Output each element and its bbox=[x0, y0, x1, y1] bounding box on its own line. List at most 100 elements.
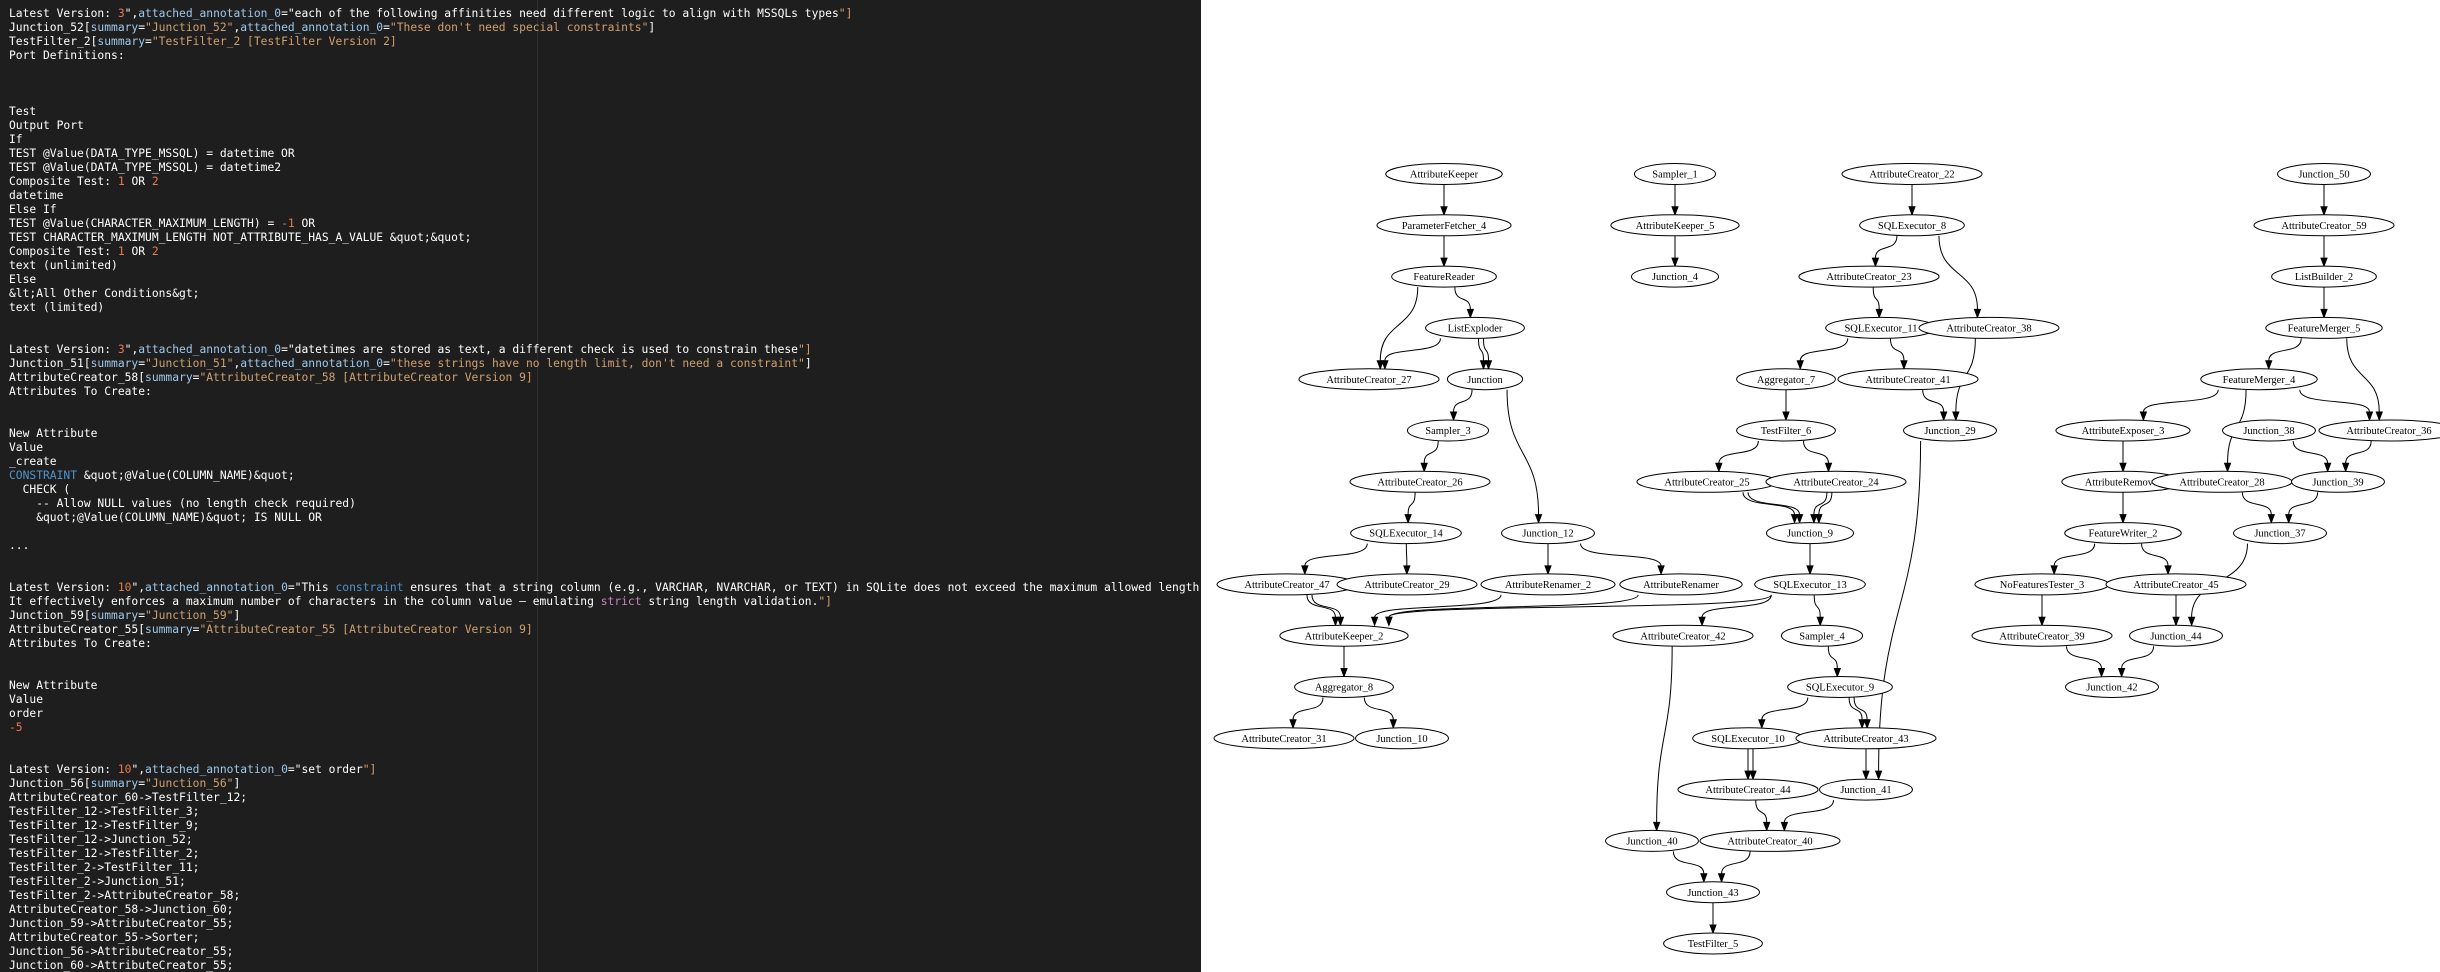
node-ellipse bbox=[2318, 419, 2440, 442]
graph-node[interactable]: AttributeKeeper bbox=[1385, 163, 1503, 185]
graph-node[interactable]: AttributeRenamer_2 bbox=[1480, 573, 1616, 596]
graph-edge bbox=[1449, 389, 1473, 422]
graph-node[interactable]: Junction_12 bbox=[1501, 522, 1595, 545]
graph-node[interactable]: FeatureMerger_4 bbox=[2200, 368, 2318, 391]
graph-node[interactable]: AttributeCreator_59 bbox=[2253, 214, 2395, 237]
code-token: Latest Version: bbox=[9, 7, 118, 20]
edge-arrowhead bbox=[2164, 565, 2172, 576]
graph-node[interactable]: TestFilter_6 bbox=[1736, 419, 1836, 442]
graph-node[interactable]: AttributeCreator_31 bbox=[1213, 727, 1355, 750]
code-text[interactable]: Latest Version: 3",attached_annotation_0… bbox=[9, 7, 1201, 972]
graph-node[interactable]: AttributeCreator_26 bbox=[1349, 470, 1491, 493]
graph-node[interactable]: AttributeCreator_40 bbox=[1699, 829, 1841, 852]
code-line: Composite Test: 1 OR 2 bbox=[9, 175, 159, 188]
graph-node[interactable]: AttributeCreator_45 bbox=[2105, 573, 2247, 596]
graph-node[interactable]: AttributeCreator_25 bbox=[1636, 470, 1778, 493]
graph-node[interactable]: SQLExecutor_8 bbox=[1859, 214, 1965, 237]
code-token: "Junction_56" bbox=[145, 777, 234, 790]
graph-node[interactable]: FeatureReader bbox=[1391, 265, 1497, 288]
edge-line bbox=[1922, 389, 1945, 413]
graph-node[interactable]: Aggregator_8 bbox=[1294, 676, 1394, 698]
graph-node[interactable]: Aggregator_7 bbox=[1736, 368, 1836, 391]
code-token: Junction_56->AttributeCreator_55; bbox=[9, 945, 234, 958]
graph-node[interactable]: AttributeCreator_41 bbox=[1837, 368, 1979, 391]
graph-node[interactable]: SQLExecutor_13 bbox=[1754, 573, 1866, 596]
graph-node[interactable]: ListExploder bbox=[1425, 316, 1525, 339]
graph-node[interactable]: Sampler_4 bbox=[1780, 624, 1864, 647]
graph-node[interactable]: SQLExecutor_14 bbox=[1350, 522, 1462, 545]
graph-node[interactable]: AttributeCreator_36 bbox=[2318, 419, 2440, 442]
graph-node[interactable]: AttributeCreator_22 bbox=[1841, 163, 1983, 185]
graph-node[interactable]: Junction_10 bbox=[1355, 727, 1449, 750]
graph-node[interactable]: SQLExecutor_10 bbox=[1692, 727, 1804, 750]
graph-node[interactable]: AttributeKeeper_5 bbox=[1610, 214, 1740, 237]
graph-node[interactable]: AttributeCreator_28 bbox=[2151, 470, 2293, 493]
graph-node[interactable]: Junction_39 bbox=[2291, 470, 2385, 493]
graph-node[interactable]: SQLExecutor_11 bbox=[1825, 316, 1937, 339]
code-token: OR bbox=[294, 217, 316, 230]
node-label: AttributeRenamer_2 bbox=[1505, 580, 1591, 591]
graph-edge bbox=[2346, 338, 2383, 422]
graph-node[interactable]: NoFeaturesTester_3 bbox=[1974, 573, 2110, 596]
graph-node[interactable]: AttributeKeeper_2 bbox=[1279, 624, 1409, 647]
graph-node[interactable]: AttributeCreator_27 bbox=[1298, 368, 1440, 391]
code-token: TEST @Value(CHARACTER_MAXIMUM_LENGTH) = bbox=[9, 217, 282, 230]
edge-arrowhead bbox=[1858, 719, 1866, 730]
node-label: ListBuilder_2 bbox=[2295, 272, 2353, 283]
graph-node[interactable]: AttributeCreator_24 bbox=[1765, 470, 1907, 493]
code-line: Value bbox=[9, 441, 43, 454]
node-ellipse bbox=[1780, 624, 1864, 647]
graph-node[interactable]: AttributeCreator_44 bbox=[1677, 778, 1819, 801]
graph-node[interactable]: Junction_43 bbox=[1666, 881, 1760, 904]
graph-node[interactable]: Junction_9 bbox=[1766, 522, 1854, 545]
graph-edge bbox=[1420, 440, 1439, 473]
node-label: Junction_40 bbox=[1626, 837, 1677, 848]
code-token: Junction_52[ bbox=[9, 21, 91, 34]
graph-node[interactable]: AttributeCreator_43 bbox=[1795, 727, 1937, 750]
graph-node[interactable]: ParameterFetcher_4 bbox=[1376, 214, 1512, 237]
code-token: TestFilter_12->TestFilter_2; bbox=[9, 847, 200, 860]
code-token: "TestFilter_2 [TestFilter Version 2] bbox=[151, 35, 397, 48]
graph-node[interactable]: Junction_37 bbox=[2233, 522, 2327, 545]
graph-edge bbox=[1922, 389, 1948, 422]
graph-edge bbox=[1483, 338, 1493, 371]
code-editor-pane[interactable]: Latest Version: 3",attached_annotation_0… bbox=[0, 0, 1201, 972]
node-ellipse bbox=[1612, 624, 1754, 647]
edge-arrowhead bbox=[1744, 770, 1752, 781]
graph-node[interactable]: Junction_38 bbox=[2222, 419, 2316, 442]
code-token: ... bbox=[9, 539, 30, 552]
graph-node[interactable]: Sampler_3 bbox=[1406, 419, 1490, 442]
node-ellipse bbox=[1336, 573, 1478, 596]
graph-node[interactable]: SQLExecutor_9 bbox=[1787, 676, 1893, 698]
code-token: ="datetimes are stored as text, a differ… bbox=[281, 343, 798, 356]
graph-node[interactable]: AttributeCreator_38 bbox=[1918, 316, 2060, 339]
node-ellipse bbox=[1480, 573, 1616, 596]
graph-node[interactable]: AttributeCreator_42 bbox=[1612, 624, 1754, 647]
graph-node[interactable]: Junction_41 bbox=[1819, 778, 1913, 801]
graph-node[interactable]: AttributeCreator_23 bbox=[1798, 265, 1940, 288]
code-line: &quot;@Value(COLUMN_NAME)&quot; IS NULL … bbox=[9, 511, 322, 524]
code-token: datetime bbox=[9, 189, 64, 202]
graph-edge bbox=[1698, 594, 1772, 627]
graph-node[interactable]: Junction_29 bbox=[1903, 419, 1997, 442]
graph-node[interactable]: Junction_4 bbox=[1631, 265, 1719, 288]
graph-node[interactable]: Junction_42 bbox=[2065, 676, 2159, 698]
graph-node[interactable]: FeatureWriter_2 bbox=[2064, 522, 2182, 545]
graph-node[interactable]: FeatureMerger_5 bbox=[2265, 316, 2383, 339]
graph-node[interactable]: Junction_44 bbox=[2129, 624, 2223, 647]
graph-node[interactable]: Junction bbox=[1446, 368, 1524, 391]
graph-node[interactable]: AttributeRenamer bbox=[1619, 573, 1743, 596]
graph-node[interactable]: AttributeCreator_29 bbox=[1336, 573, 1478, 596]
graph-node[interactable]: AttributeCreator_47 bbox=[1216, 573, 1358, 596]
graph-node[interactable]: ListBuilder_2 bbox=[2271, 265, 2377, 288]
graph-node[interactable]: Junction_40 bbox=[1605, 829, 1699, 852]
graph-node[interactable]: Sampler_1 bbox=[1633, 163, 1717, 185]
edge-arrowhead bbox=[1717, 873, 1726, 884]
code-line: TestFilter_12->Junction_52; bbox=[9, 833, 193, 846]
code-token: "Junction_52" bbox=[145, 21, 234, 34]
graph-node[interactable]: TestFilter_5 bbox=[1663, 932, 1763, 955]
graph-node[interactable]: Junction_50 bbox=[2277, 163, 2371, 185]
graph-node[interactable]: AttributeCreator_39 bbox=[1971, 624, 2113, 647]
graph-node[interactable]: AttributeExposer_3 bbox=[2055, 419, 2191, 442]
